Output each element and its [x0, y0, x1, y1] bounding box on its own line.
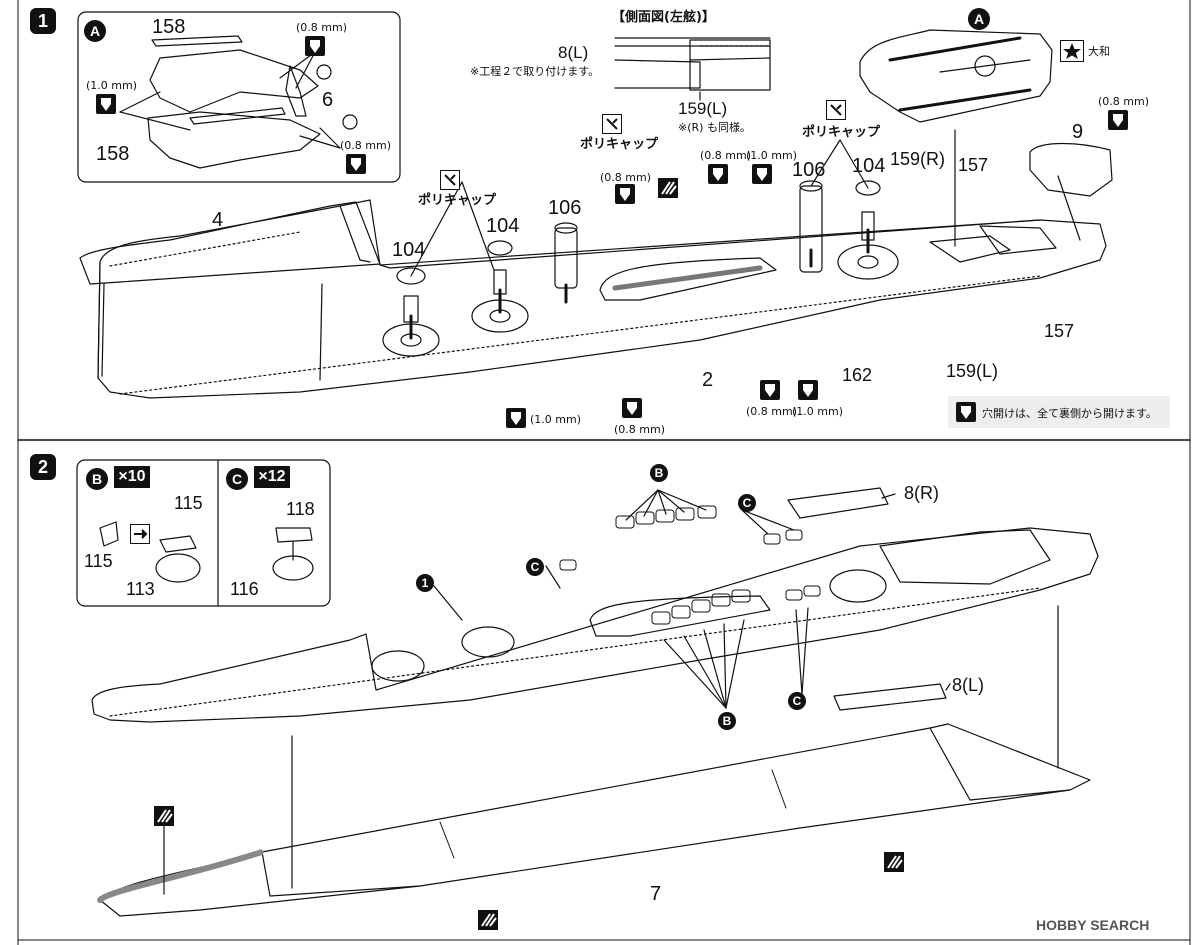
- polycap-tool-icon: [440, 170, 460, 190]
- polycap-label-left: ポリキャップ: [418, 193, 497, 208]
- part-label-159l-side: 159(L): [678, 99, 728, 118]
- hole-size-label: (0.8 mm): [700, 149, 752, 162]
- inset-marker-b: B: [86, 468, 108, 490]
- drill-hole-icon: [1108, 110, 1128, 130]
- polycap-label-center: ポリキャップ: [580, 137, 659, 152]
- part-label-115a: 115: [174, 493, 203, 513]
- callout-c: C: [738, 494, 756, 512]
- side-view-panel: [614, 37, 771, 101]
- inset-marker-c: C: [226, 468, 248, 490]
- legend-note: 穴開けは、全て裏側から開けます。: [982, 407, 1157, 420]
- part-label-8l-side: 8(L): [558, 43, 589, 62]
- part-label-115b: 115: [84, 551, 113, 571]
- part-label-118: 118: [286, 499, 315, 519]
- drill-hole-icon: [708, 164, 728, 184]
- part-label-104c: 104: [852, 155, 886, 177]
- polycap-label-right: ポリキャップ: [802, 125, 881, 140]
- decal-label-yamato: 大和: [1088, 45, 1110, 58]
- part-9-shape: [1029, 142, 1113, 197]
- part-label-158-top: 158: [152, 16, 186, 38]
- part-label-158-bottom: 158: [96, 143, 130, 165]
- part-label-159r: 159(R): [890, 149, 946, 169]
- callout-b: B: [650, 464, 668, 482]
- deck-marker-a: A: [968, 8, 990, 30]
- polycap-stack-104b: [487, 240, 513, 295]
- drill-hole-icon: [305, 36, 325, 56]
- drill-hole-icon: [506, 408, 526, 428]
- part-label-162: 162: [842, 365, 873, 385]
- step-number-1: 1: [30, 8, 56, 34]
- drill-hole-icon: [96, 94, 116, 114]
- callout-c: C: [526, 558, 544, 576]
- side-view-title: 【側面図(左舷)】: [612, 10, 715, 25]
- cement-icon: [884, 852, 904, 872]
- drill-hole-icon: [752, 164, 772, 184]
- hole-size-label: (0.8 mm): [614, 423, 666, 436]
- callout-c: C: [788, 692, 806, 710]
- polycap-tool-icon: [826, 100, 846, 120]
- cement-icon: [658, 178, 678, 198]
- hole-size-label: (1.0 mm): [530, 413, 582, 426]
- step-number-2: 2: [30, 454, 56, 480]
- part-label-106a: 106: [548, 197, 582, 219]
- polycap-tool-icon: [602, 114, 622, 134]
- secondary-turrets: [559, 505, 821, 625]
- rotate-arrow-icon: [130, 524, 150, 544]
- part-7-shape: [97, 723, 1091, 917]
- hole-size-label: (1.0 mm): [746, 149, 798, 162]
- part-label-2: 2: [702, 369, 714, 391]
- decal-star-icon: [1060, 40, 1084, 62]
- part-label-159l: 159(L): [946, 361, 999, 381]
- hole-size-label: (0.8 mm): [340, 139, 392, 152]
- hole-size-label: (1.0 mm): [792, 405, 844, 418]
- part-label-157b: 157: [1044, 321, 1075, 341]
- cement-icon: [478, 910, 498, 930]
- note-step-2: ※工程２で取り付けます。: [470, 65, 600, 78]
- part-label-6: 6: [322, 89, 334, 111]
- part-label-7: 7: [650, 883, 662, 905]
- drill-hole-icon: [798, 380, 818, 400]
- part-158-top-shape: [151, 35, 243, 47]
- hole-size-label: (0.8 mm): [746, 405, 798, 418]
- drill-hole-icon: [622, 398, 642, 418]
- drill-hole-icon: [346, 154, 366, 174]
- subassembly-marker-1: 1: [416, 574, 434, 592]
- part-label-8r: 8(R): [904, 483, 939, 503]
- hull-step2: [91, 527, 1099, 723]
- part-label-104a: 104: [392, 239, 426, 261]
- hole-size-label: (0.8 mm): [600, 171, 652, 184]
- legend-box: [948, 396, 1170, 428]
- watermark: HOBBY SEARCH: [1036, 917, 1150, 933]
- hole-size-label: (0.8 mm): [1098, 95, 1150, 108]
- note-r-same: ※(R) も同様。: [678, 121, 751, 134]
- drill-hole-icon: [956, 402, 976, 422]
- callout-b: B: [718, 712, 736, 730]
- part-label-104b: 104: [486, 215, 520, 237]
- part-158-bottom-shape: [189, 107, 286, 125]
- count-c: ×12: [254, 466, 290, 488]
- part-label-157a: 157: [958, 155, 989, 175]
- hole-size-label: (1.0 mm): [86, 79, 138, 92]
- cement-icon: [154, 806, 174, 826]
- part-label-106b: 106: [792, 159, 826, 181]
- inset-marker-a: A: [84, 20, 106, 42]
- part-label-9: 9: [1072, 121, 1084, 143]
- part-label-8l: 8(L): [952, 675, 985, 695]
- part-label-113: 113: [126, 579, 155, 599]
- deck-a-shape: [859, 29, 1053, 123]
- part-label-4: 4: [212, 209, 224, 231]
- drill-hole-icon: [760, 380, 780, 400]
- part-label-116: 116: [230, 579, 259, 599]
- part-4-shape: [79, 201, 381, 285]
- count-b: ×10: [114, 466, 150, 488]
- hole-size-label: (0.8 mm): [296, 21, 348, 34]
- drill-hole-icon: [615, 184, 635, 204]
